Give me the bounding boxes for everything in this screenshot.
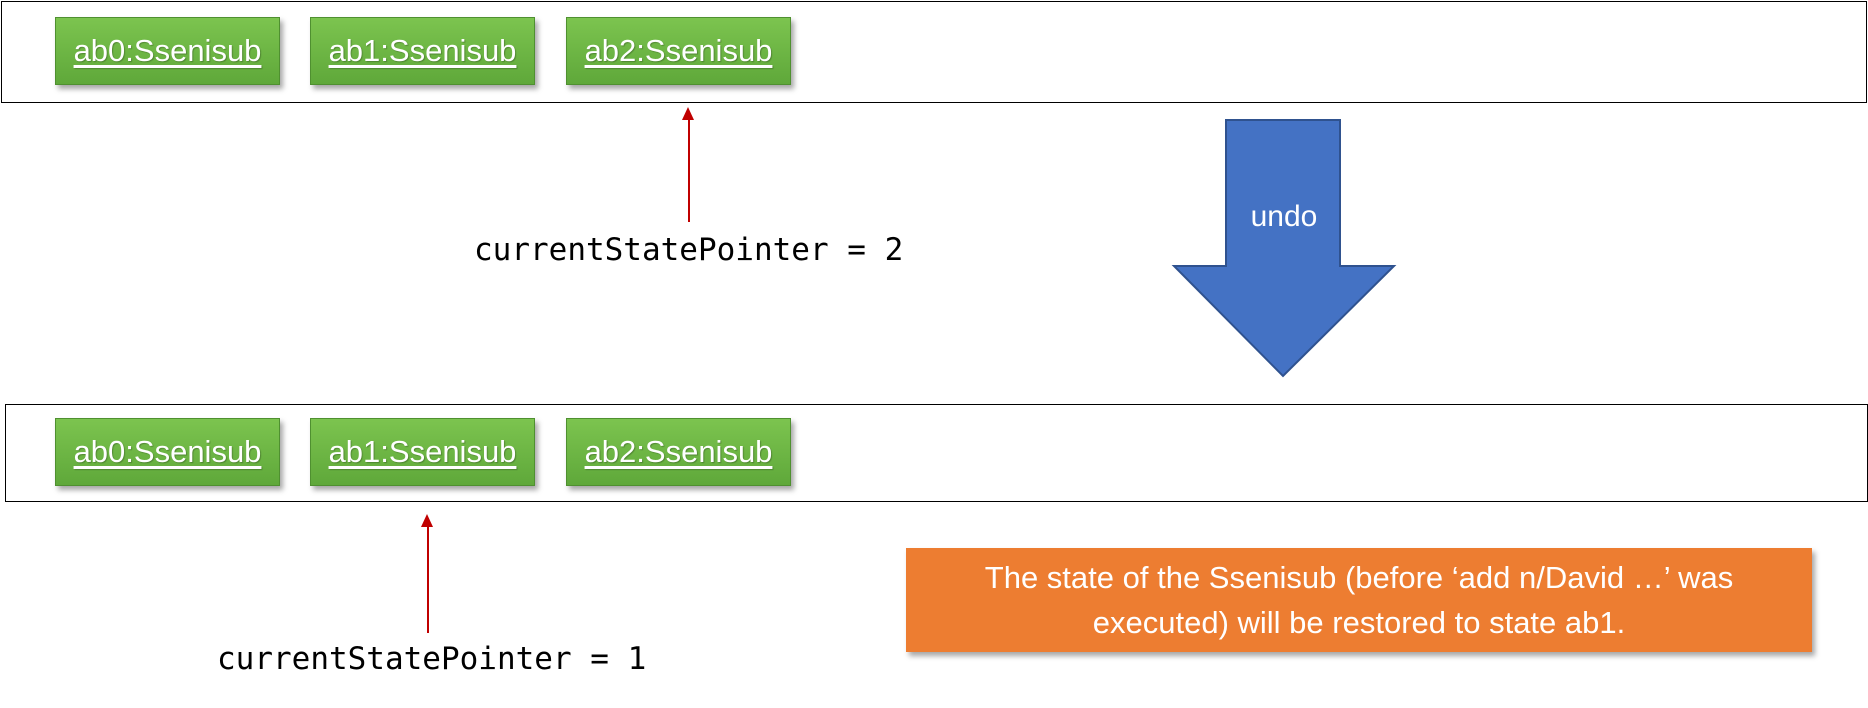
before-state-ab1: ab1:Ssenisub (310, 17, 535, 85)
restore-note: The state of the Ssenisub (before ‘add n… (906, 548, 1812, 652)
before-pointer-line (688, 118, 690, 222)
before-state-list (1, 1, 1867, 103)
after-state-ab2: ab2:Ssenisub (566, 418, 791, 486)
before-pointer-label: currentStatePointer = 2 (474, 232, 904, 268)
after-pointer-line (427, 525, 429, 633)
undo-label: undo (1250, 200, 1318, 233)
after-state-list (5, 404, 1868, 502)
after-pointer-label: currentStatePointer = 1 (217, 641, 647, 677)
undo-arrow-icon (1171, 119, 1397, 378)
after-state-ab0: ab0:Ssenisub (55, 418, 280, 486)
before-state-ab0: ab0:Ssenisub (55, 17, 280, 85)
after-state-ab1: ab1:Ssenisub (310, 418, 535, 486)
before-pointer-arrowhead (682, 107, 694, 120)
before-state-ab2: ab2:Ssenisub (566, 17, 791, 85)
after-pointer-arrowhead (421, 514, 433, 527)
